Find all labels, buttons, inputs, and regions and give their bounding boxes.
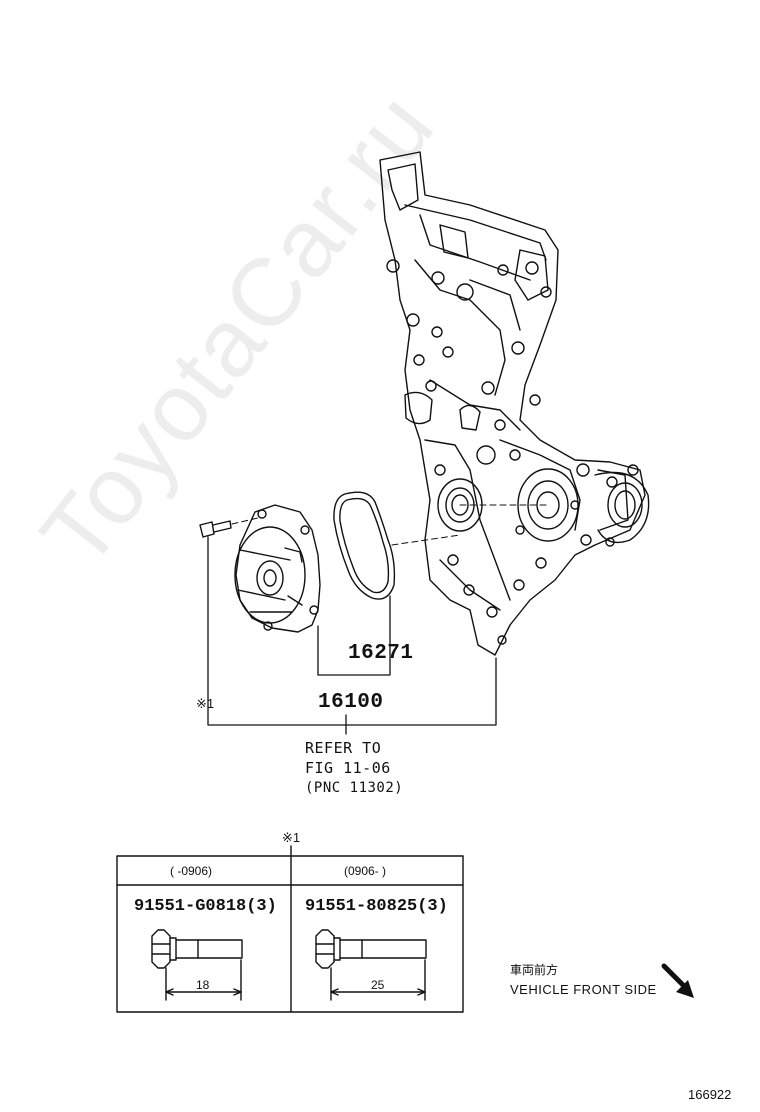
bolt-part-number-right[interactable]: 91551-80825(3) [305, 897, 448, 916]
table-range-right: (0906- ) [344, 864, 387, 878]
gasket-drawing [333, 491, 396, 600]
bolt-icon-right [315, 929, 427, 1001]
pump-bolt-drawing [199, 520, 232, 538]
bolt-table-frame [116, 845, 464, 1013]
timing-chain-cover-drawing [379, 151, 650, 656]
bolt-length-left: 18 [196, 978, 210, 992]
reference-line-1: REFER TO [305, 739, 382, 757]
illustration-id: 166922 [688, 1087, 732, 1102]
reference-line-2[interactable]: FIG 11-06 [305, 759, 391, 777]
note-mark: ※1 [196, 696, 215, 711]
vehicle-front-label-jp: 車両前方 [510, 963, 559, 977]
water-pump-drawing [234, 504, 321, 633]
part-number-water-pump[interactable]: 16100 [318, 691, 384, 714]
vehicle-front-label-en: VEHICLE FRONT SIDE [510, 982, 657, 997]
bolt-length-right: 25 [371, 978, 385, 992]
vehicle-front-arrow-icon [661, 963, 694, 998]
bolt-icon-left [151, 929, 243, 1001]
bolt-part-number-left[interactable]: 91551-G0818(3) [134, 897, 277, 916]
table-note-mark: ※1 [282, 830, 301, 845]
reference-line-3: (PNC 11302) [305, 780, 404, 796]
part-number-gasket[interactable]: 16271 [348, 642, 414, 665]
table-range-left: ( -0906) [170, 864, 213, 878]
